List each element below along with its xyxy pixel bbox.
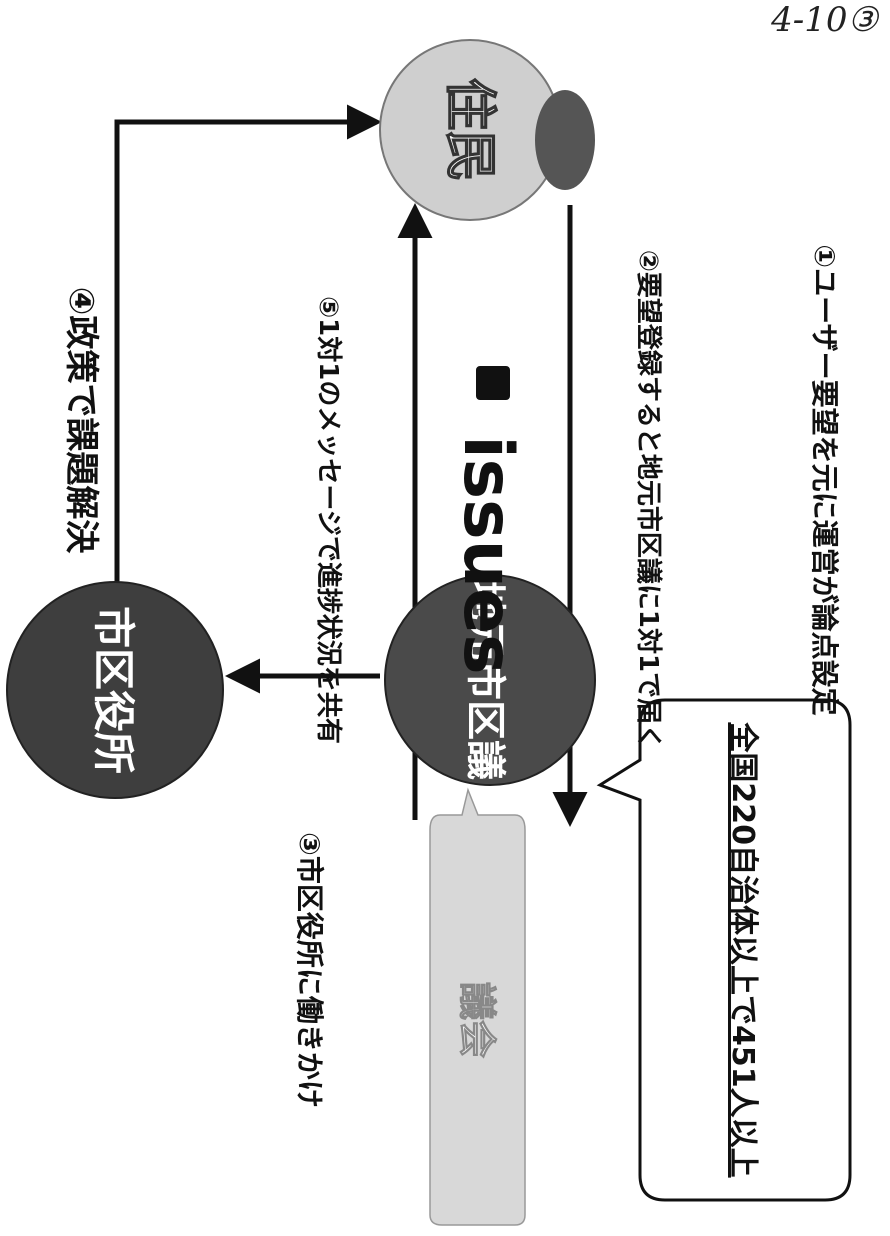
step-2-label: ②要望登録すると地元市区議に1対1で届く (633, 250, 664, 750)
city-office-node: 市区役所 (6, 581, 224, 799)
councilor-node: 地元市区議 (384, 574, 596, 786)
councilor-label: 地元市区議 (462, 580, 508, 780)
step-4-label: ④政策で課題解決 (61, 287, 101, 554)
residents-label: 住民 (439, 78, 499, 182)
arrow-cityoffice-to-residents (114, 104, 382, 622)
city-office-label: 市区役所 (89, 606, 138, 774)
step-3-label: ③市区役所に働きかけ (293, 832, 326, 1108)
issues-logo: issues (448, 366, 527, 675)
stats-callout: 全国220自治体以上で451人以上 (596, 698, 852, 1202)
council-badge-label: 議会 (455, 982, 499, 1058)
issues-logo-icon (476, 366, 510, 400)
step-1-label: ①ユーザー要望を元に運営が論点設定 (808, 244, 841, 715)
residents-node: 住民 (379, 39, 595, 221)
stats-callout-text: 全国220自治体以上で451人以上 (725, 721, 760, 1177)
issues-logo-text: issues (448, 435, 527, 674)
document-reference: 4-10③ (771, 0, 878, 40)
council-badge: 議会 (429, 787, 526, 1226)
step-5-label: ⑤1対1のメッセージで進捗状況を共有 (313, 296, 343, 744)
